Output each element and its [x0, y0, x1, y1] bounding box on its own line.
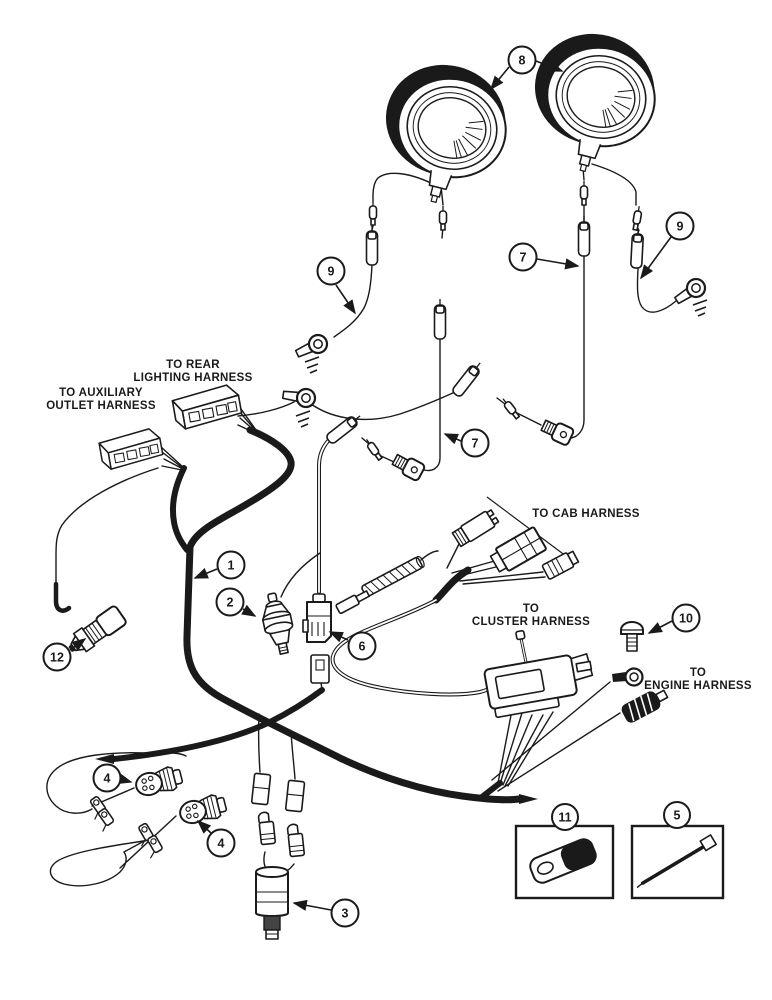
svg-text:2: 2: [227, 596, 234, 610]
connector-fan-wires: [55, 401, 621, 792]
bullet-terminals: [362, 180, 644, 462]
callout-7-top: 7: [508, 242, 538, 272]
cluster-harness-connector: [483, 629, 594, 719]
label-to-cab-harness: TO CAB HARNESS: [532, 508, 640, 520]
callout-9-left: 9: [316, 256, 346, 286]
svg-text:1: 1: [228, 559, 235, 573]
callout-7-mid: 7: [460, 428, 490, 458]
callout-10: 10: [671, 603, 701, 633]
temperature-sender: [262, 592, 294, 655]
box-item-5: [630, 824, 725, 900]
wire-to-connector-6: [317, 439, 330, 594]
spiral-conduit: [335, 555, 425, 615]
svg-text:7: 7: [520, 251, 527, 265]
svg-text:4: 4: [218, 837, 225, 851]
svg-text:5: 5: [674, 809, 681, 823]
callout-3: 3: [330, 898, 360, 928]
svg-text:OUTLET HARNESS: OUTLET HARNESS: [46, 400, 156, 412]
callout-2: 2: [215, 587, 245, 617]
ring-terminal-left: [292, 330, 332, 374]
svg-text:TO CAB HARNESS: TO CAB HARNESS: [532, 508, 640, 520]
cab-harness-connectors: [451, 509, 580, 580]
svg-text:TO: TO: [523, 603, 539, 615]
callout-arrows: [69, 60, 673, 911]
svg-text:6: 6: [359, 640, 366, 654]
wire-sleeves: [324, 215, 645, 446]
svg-text:9: 9: [677, 220, 684, 234]
svg-text:TO: TO: [690, 667, 706, 679]
svg-text:ENGINE HARNESS: ENGINE HARNESS: [644, 680, 752, 692]
engine-harness-connector: [621, 689, 669, 723]
label-to-cluster-harness: TO CLUSTER HARNESS: [472, 603, 590, 628]
callout-11: 11: [551, 803, 579, 831]
lamp-wire-chains: [310, 163, 677, 561]
svg-text:9: 9: [328, 265, 335, 279]
connector-6: [302, 593, 332, 684]
ring-terminal-rear: [280, 384, 318, 428]
bulb-socket-group: [46, 752, 229, 887]
callout-6: 6: [347, 631, 377, 661]
svg-text:3: 3: [342, 907, 349, 921]
svg-text:4: 4: [104, 772, 111, 786]
callout-8: 8: [507, 45, 537, 75]
callout-12: 12: [42, 642, 72, 672]
svg-text:TO REAR: TO REAR: [166, 359, 220, 371]
label-to-rear-lighting-harness: TO REAR LIGHTING HARNESS: [133, 359, 252, 384]
callout-5: 5: [663, 801, 691, 829]
label-to-auxiliary-outlet-harness: TO AUXILIARY OUTLET HARNESS: [46, 387, 156, 412]
svg-text:7: 7: [472, 437, 479, 451]
pressure-switch-assembly: [250, 772, 306, 940]
svg-text:12: 12: [50, 651, 64, 665]
rear-lighting-connector: [170, 382, 244, 432]
bolt-10: [620, 621, 644, 652]
svg-text:10: 10: [679, 612, 693, 626]
callout-4-right: 4: [206, 828, 236, 858]
ring-terminal-right: [670, 274, 710, 317]
box-item-11: [514, 824, 615, 900]
svg-text:11: 11: [558, 811, 571, 825]
label-to-engine-harness: TO ENGINE HARNESS: [644, 667, 752, 692]
work-lamp-left: [366, 51, 521, 216]
svg-text:LIGHTING HARNESS: LIGHTING HARNESS: [133, 372, 252, 384]
ring-terminal-engine: [612, 667, 644, 687]
callout-9-right: 9: [665, 211, 695, 241]
svg-text:CLUSTER HARNESS: CLUSTER HARNESS: [472, 616, 590, 628]
aux-outlet-connector: [97, 426, 165, 472]
callout-1: 1: [216, 550, 246, 580]
callout-4-left: 4: [92, 763, 122, 793]
work-lamp-right: [515, 20, 670, 185]
main-harness-trunk: [95, 426, 538, 804]
svg-text:8: 8: [519, 54, 526, 68]
svg-text:TO AUXILIARY: TO AUXILIARY: [59, 387, 143, 399]
